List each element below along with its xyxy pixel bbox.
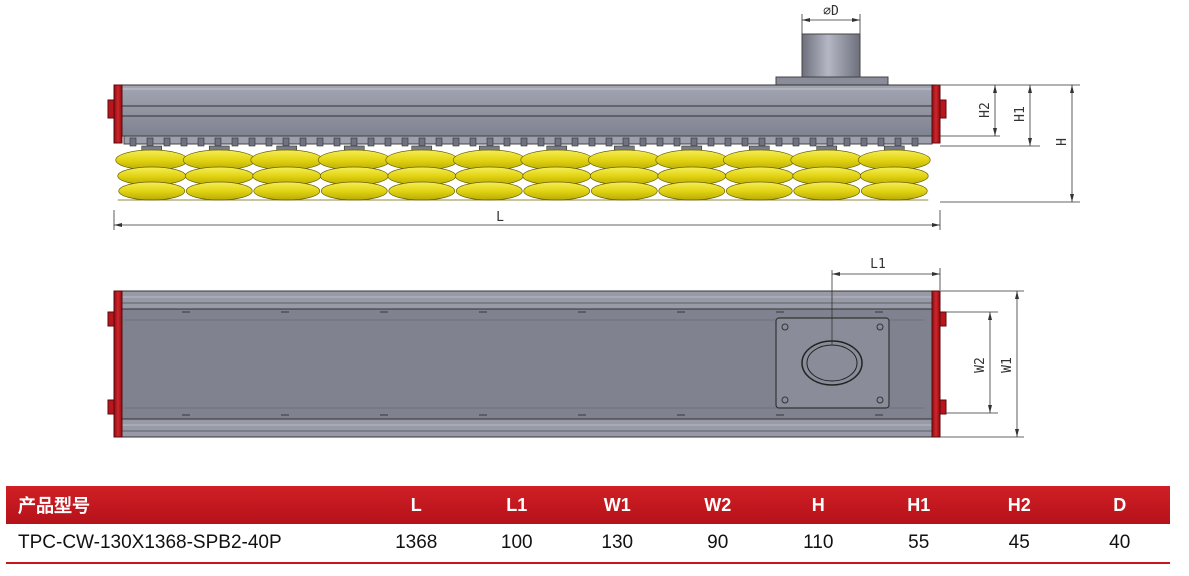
cell-H2: 45 [969, 524, 1070, 564]
cell-W1: 130 [567, 524, 668, 564]
dimensions-top [831, 268, 1024, 438]
header-H2: H2 [969, 486, 1070, 524]
port-cylinder [801, 33, 861, 79]
label-H1: H1 [1013, 106, 1028, 122]
header-L1: L1 [466, 486, 567, 524]
label-W1: W1 [1000, 357, 1015, 373]
suction-cup [385, 145, 459, 201]
header-W1: W1 [567, 486, 668, 524]
header-L: L [366, 486, 467, 524]
front-view [107, 33, 947, 201]
spec-header-row: 产品型号 L L1 W1 W2 H H1 H2 D [6, 486, 1170, 524]
top-end-cap-left [113, 290, 123, 438]
suction-cup [182, 145, 256, 201]
main-bar-front [116, 84, 935, 137]
header-H1: H1 [868, 486, 969, 524]
label-L1: L1 [870, 257, 886, 272]
suction-cup [722, 145, 796, 201]
suction-cup [587, 145, 661, 201]
cell-H: 110 [768, 524, 869, 564]
table-row: TPC-CW-130X1368-SPB2-40P 1368 100 130 90… [6, 524, 1170, 564]
label-H2: H2 [978, 102, 993, 118]
cell-W2: 90 [667, 524, 768, 564]
header-model: 产品型号 [6, 486, 366, 524]
suction-cup [857, 145, 931, 201]
suction-cups [115, 145, 931, 201]
suction-cup [790, 145, 864, 201]
cell-L1: 100 [466, 524, 567, 564]
end-knob-left [107, 99, 115, 119]
port-flange [775, 76, 889, 86]
suction-cup [452, 145, 526, 201]
cell-D: 40 [1069, 524, 1170, 564]
suction-cup [250, 145, 324, 201]
top-view [107, 290, 947, 438]
dimensions-front [113, 14, 1080, 230]
slot-marks [182, 311, 883, 416]
cell-L: 1368 [366, 524, 467, 564]
label-diameter: ⌀D [823, 4, 839, 19]
label-H: H [1055, 138, 1070, 146]
end-knob-right [939, 99, 947, 119]
port-hole [801, 340, 863, 386]
header-W2: W2 [667, 486, 768, 524]
suction-cup [115, 145, 189, 201]
dimension-arrows-front [114, 18, 1074, 227]
label-W2: W2 [973, 357, 988, 373]
suction-cup [520, 145, 594, 201]
technical-drawing: ⌀D L H2 H1 H [107, 4, 1080, 438]
header-D: D [1069, 486, 1170, 524]
cell-model: TPC-CW-130X1368-SPB2-40P [6, 524, 366, 564]
end-cap-right [931, 84, 941, 144]
spec-table: 产品型号 L L1 W1 W2 H H1 H2 D TPC-CW-130X136… [6, 486, 1170, 564]
cell-H1: 55 [868, 524, 969, 564]
label-L: L [496, 210, 504, 225]
dimension-arrows-top [832, 272, 1019, 437]
header-H: H [768, 486, 869, 524]
suction-cup [317, 145, 391, 201]
end-cap-left [113, 84, 123, 144]
suction-cup [655, 145, 729, 201]
top-end-cap-right [931, 290, 941, 438]
